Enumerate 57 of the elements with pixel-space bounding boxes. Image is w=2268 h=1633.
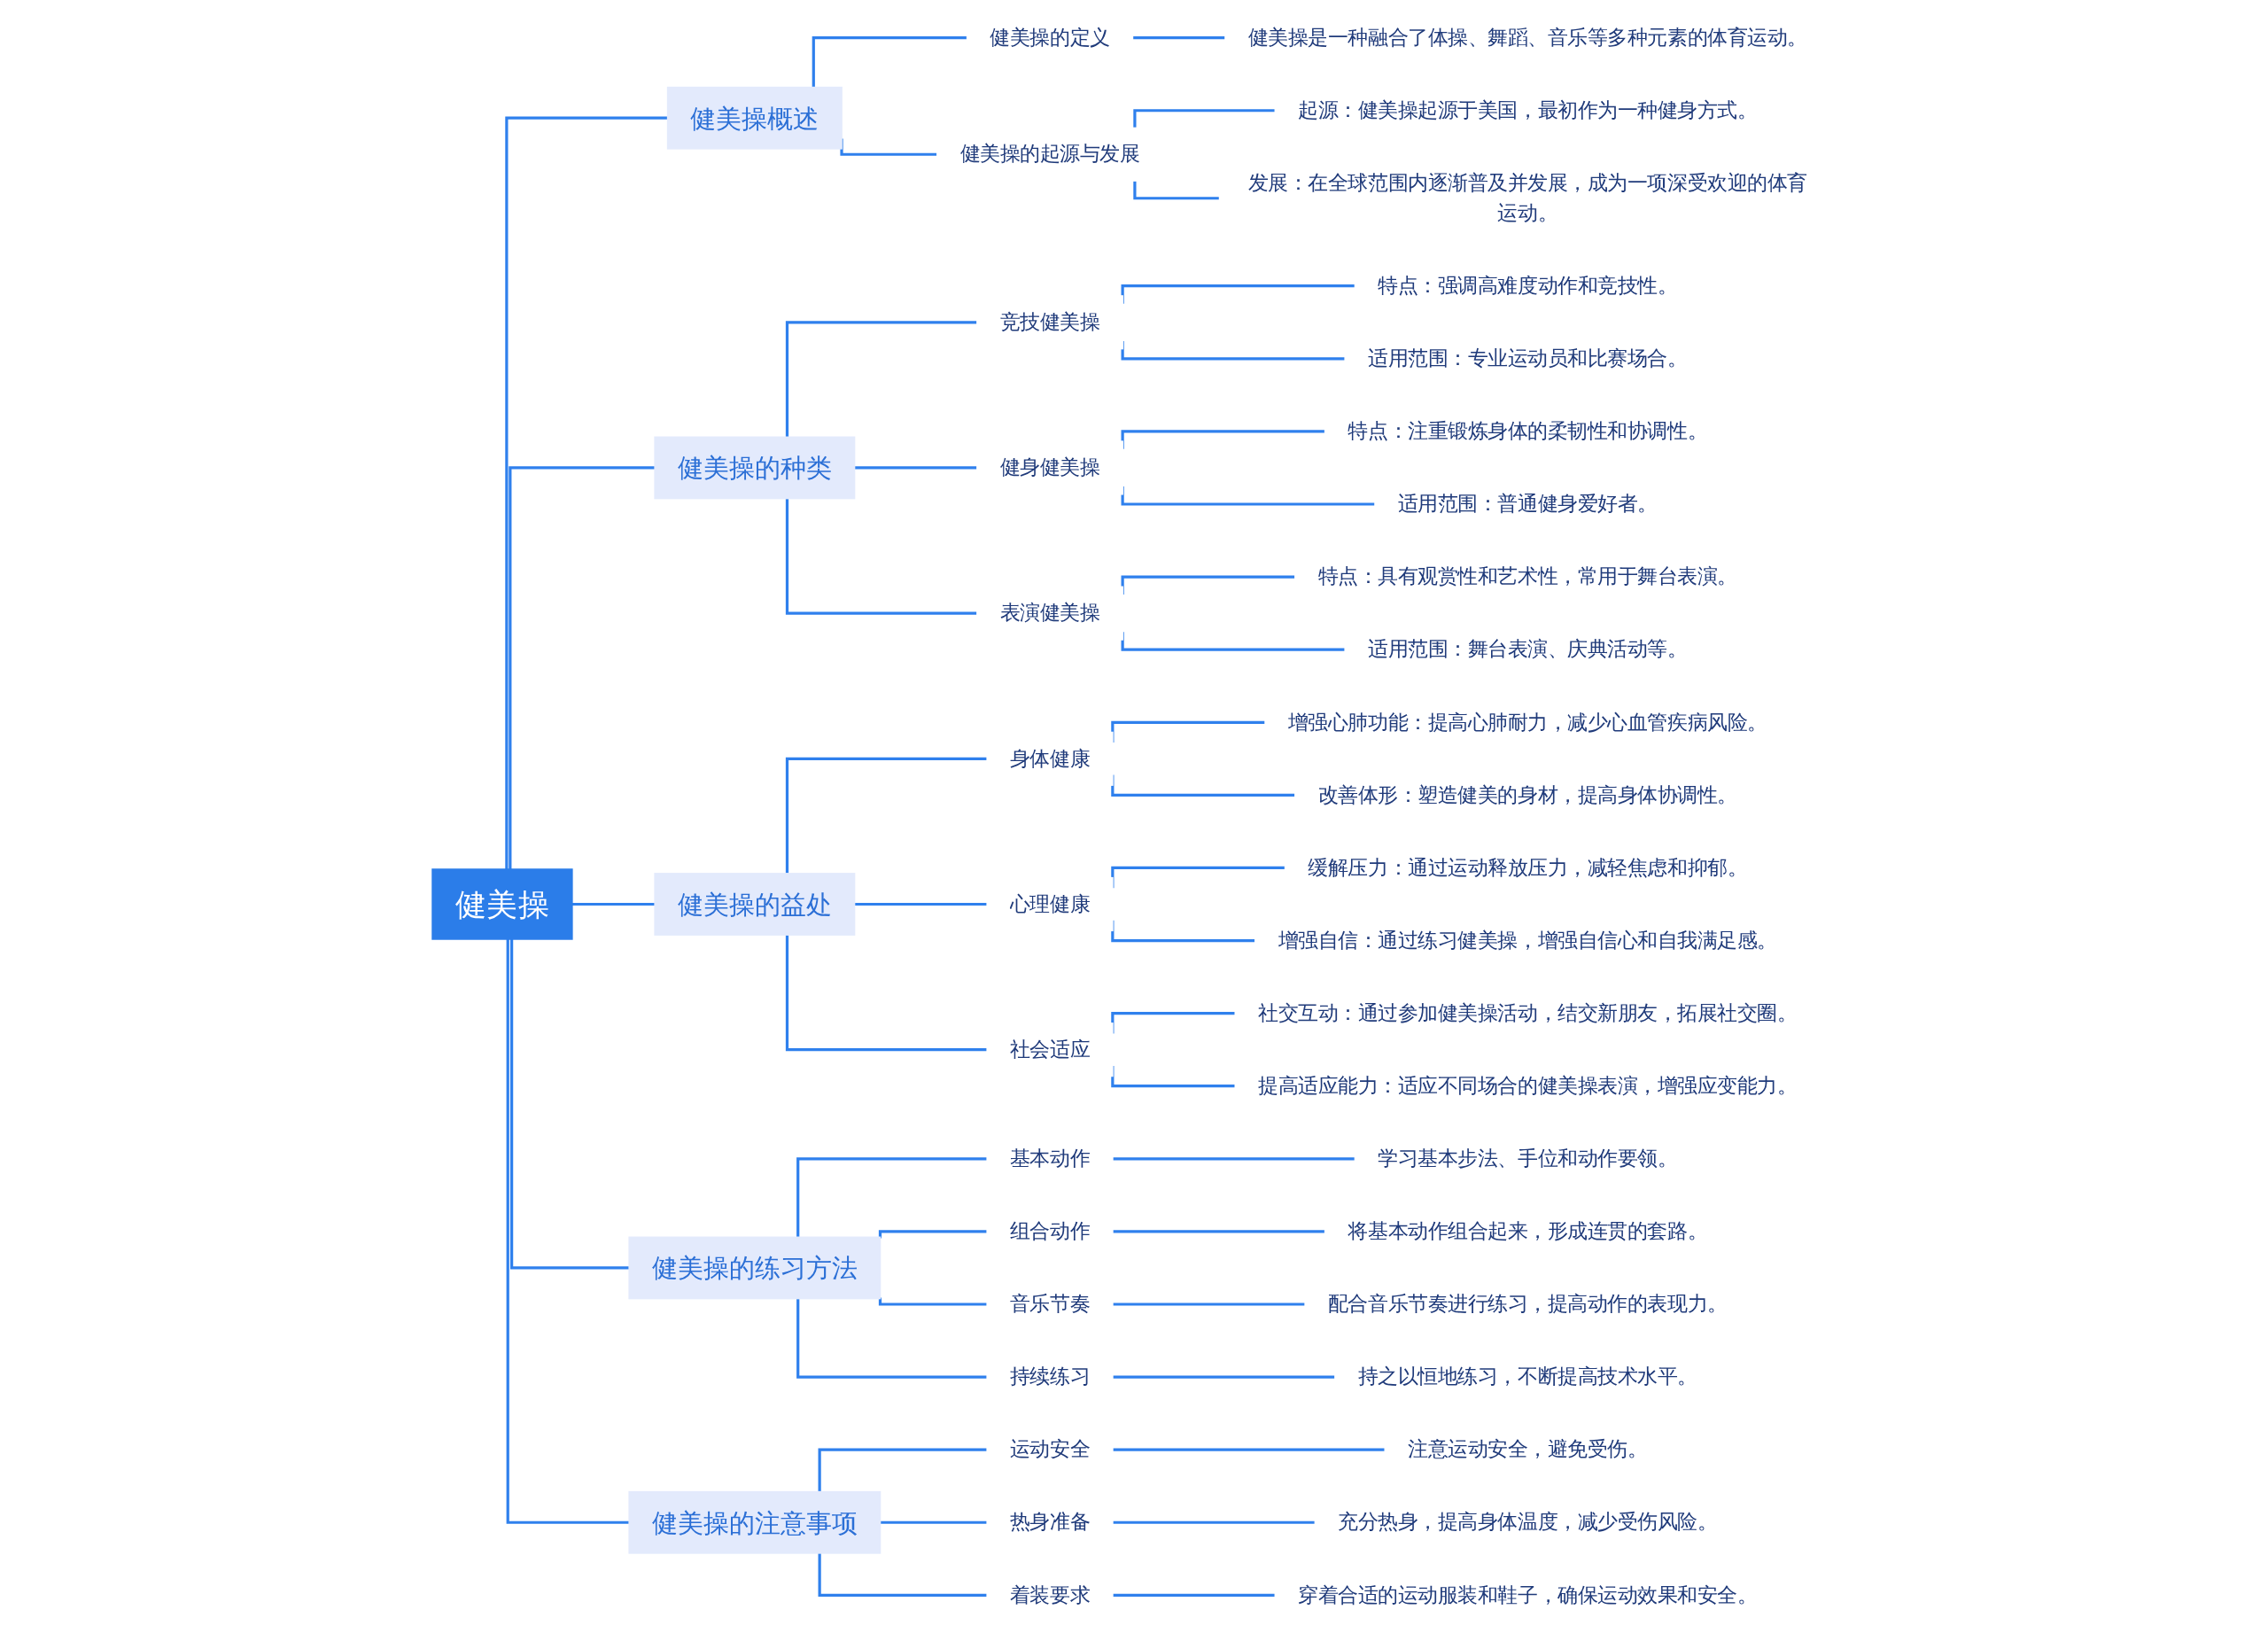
connector [785, 321, 977, 438]
node-text: 适用范围：舞台表演、庆典活动等。 [1367, 637, 1688, 661]
node-text: 穿着合适的运动服装和鞋子，确保运动效果和安全。 [1298, 1582, 1758, 1606]
node-text: 健美操的定义 [990, 25, 1110, 49]
node-text: 健美操的起源与发展 [959, 142, 1140, 166]
node-text: 健美操是一种融合了体操、舞蹈、音乐等多种元素的体育运动。 [1247, 25, 1807, 49]
connector [505, 116, 668, 870]
node-text: 特点：强调高难度动作和竞技性。 [1378, 274, 1678, 297]
node-text: 学习基本步法、手位和动作要领。 [1378, 1147, 1678, 1170]
connector [785, 935, 988, 1052]
connector [878, 1230, 988, 1239]
connector [509, 466, 656, 870]
node-text: 充分热身，提高身体温度，减少受伤风险。 [1338, 1510, 1718, 1534]
node-text: 缓解压力：通过运动释放压力，减轻焦虑和抑郁。 [1308, 855, 1748, 879]
node-text: 音乐节奏 [1009, 1292, 1091, 1316]
node-text: 特点：具有观赏性和艺术性，常用于舞台表演。 [1317, 564, 1737, 588]
node-text: 适用范围：专业运动员和比赛场合。 [1367, 346, 1688, 369]
node-text: 发展：在全球范围内逐渐普及并发展，成为一项深受欢迎的体育运动。 [1247, 171, 1807, 224]
connector [818, 1552, 988, 1597]
node-text: 增强自信：通过练习健美操，增强自信心和自我满足感。 [1278, 928, 1777, 952]
node-text: 运动安全 [1009, 1437, 1091, 1461]
node-text: 表演健美操 [999, 601, 1100, 625]
node-text: 特点：注重锻炼身体的柔韧性和协调性。 [1348, 419, 1708, 442]
node-text: 基本动作 [1009, 1147, 1091, 1170]
node-text: 注意运动安全，避免受伤。 [1408, 1437, 1648, 1461]
node-text: 竞技健美操 [999, 310, 1100, 333]
node-text: 配合音乐节奏进行练习，提高动作的表现力。 [1327, 1292, 1728, 1316]
connector [796, 1157, 988, 1238]
node-text: 起源：健美操起源于美国，最初作为一种健身方式。 [1298, 98, 1758, 121]
node-text: 热身准备 [1009, 1510, 1091, 1534]
node-box: 健美操概述 [666, 86, 843, 150]
node-text: 增强心肺功能：提高心肺耐力，减少心血管疾病风险。 [1287, 710, 1767, 734]
node-text: 着装要求 [1009, 1582, 1091, 1606]
node-text: 将基本动作组合起来，形成连贯的套路。 [1348, 1219, 1708, 1242]
connector [785, 757, 988, 874]
node-text: 适用范围：普通健身爱好者。 [1397, 492, 1658, 516]
connector [785, 498, 977, 615]
connector [510, 938, 630, 1270]
node-box: 健美操的练习方法 [628, 1236, 882, 1300]
connector [878, 1297, 988, 1306]
node-box: 健美操 [431, 868, 573, 940]
connector [506, 938, 630, 1524]
node-text: 提高适应能力：适应不同场合的健美操表演，增强应变能力。 [1258, 1074, 1798, 1097]
node-text: 社交互动：通过参加健美操活动，结交新朋友，拓展社交圈。 [1258, 1000, 1798, 1024]
node-text: 改善体形：塑造健美的身材，提高身体协调性。 [1317, 782, 1737, 806]
connector [818, 1448, 988, 1492]
node-text: 组合动作 [1009, 1219, 1091, 1242]
connector [812, 36, 967, 88]
connector [1133, 181, 1220, 200]
node-box: 健美操的益处 [654, 873, 856, 936]
node-box: 健美操的注意事项 [628, 1490, 882, 1554]
node-text: 持之以恒地练习，不断提高技术水平。 [1357, 1365, 1697, 1388]
node-text: 持续练习 [1009, 1365, 1091, 1388]
node-text: 健身健美操 [999, 455, 1100, 479]
connector [1133, 109, 1276, 128]
node-box: 健美操的种类 [654, 436, 856, 500]
connector [796, 1298, 988, 1379]
